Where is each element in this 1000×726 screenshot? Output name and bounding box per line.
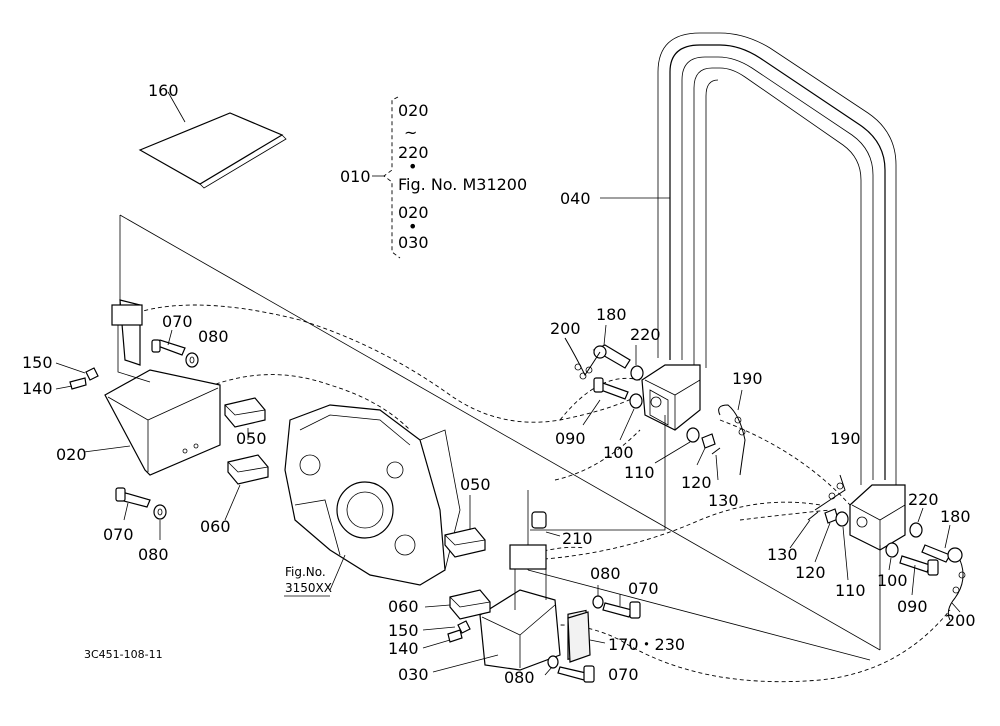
- knob-210: [531, 511, 561, 537]
- rops-frame-040: [600, 32, 897, 486]
- bracket-line-6: 020: [398, 203, 429, 222]
- bracket-030: [432, 544, 587, 673]
- washer-080-right-upper: [592, 585, 604, 609]
- bracket-line-1: 020: [398, 101, 429, 120]
- label-200-lower: 200: [945, 611, 976, 630]
- washer-080-upper: [185, 352, 199, 368]
- label-150-left: 150: [22, 353, 53, 372]
- rops-foot-upper: [641, 364, 701, 431]
- label-080-upper-left: 080: [198, 327, 229, 346]
- pin-130-lower: [789, 511, 819, 549]
- label-020: 020: [56, 445, 87, 464]
- pads: [224, 397, 491, 620]
- bolt-090-upper: [582, 377, 629, 426]
- label-210: 210: [562, 529, 593, 548]
- label-160: 160: [148, 81, 179, 100]
- figure-reference: Fig.No. 3150XX: [284, 565, 332, 597]
- figure-code: 3C451-108-11: [84, 648, 163, 661]
- label-090-lower: 090: [897, 597, 928, 616]
- label-060-left: 060: [200, 517, 231, 536]
- label-100-lower: 100: [877, 571, 908, 590]
- label-080-right-upper: 080: [590, 564, 621, 583]
- label-110-upper: 110: [624, 463, 655, 482]
- label-140-right: 140: [388, 639, 419, 658]
- bracket-line-2: ~: [404, 123, 417, 142]
- label-060-right: 060: [388, 597, 419, 616]
- label-220-upper: 220: [630, 325, 661, 344]
- label-070-right-lower: 070: [608, 665, 639, 684]
- washer-100-upper: [619, 393, 643, 441]
- washer-080-right-lower: [544, 655, 559, 676]
- bracket-line-8: 030: [398, 233, 429, 252]
- bracket-line-7: •: [408, 217, 417, 236]
- bracket-group-010: [372, 96, 401, 259]
- washer-220-upper: [630, 345, 644, 381]
- label-150-right: 150: [388, 621, 419, 640]
- label-100-upper: 100: [603, 443, 634, 462]
- washer-100-lower: [885, 542, 899, 571]
- label-130-lower: 130: [767, 545, 798, 564]
- bolt-070-upper: [151, 329, 186, 356]
- nut-120-110-lower: [814, 508, 849, 581]
- chain-200-upper: [564, 337, 601, 380]
- label-140-left: 140: [22, 379, 53, 398]
- nut-150-140-left: [55, 362, 99, 390]
- bolt-070-right-lower: [557, 665, 595, 683]
- bracket-line-3: 220: [398, 143, 429, 162]
- washer-220-lower: [909, 507, 924, 538]
- washer-080-lower-left: [153, 504, 167, 540]
- bracket-label-010: 010: [340, 167, 371, 186]
- chain-200-lower: [947, 559, 966, 621]
- reference-line1: Fig.No.: [285, 565, 326, 579]
- chain-190-upper: [718, 389, 746, 476]
- bracket-group-text: 010 020 ~ 220 • Fig. No. M31200 020 • 03…: [340, 101, 527, 252]
- rops-foot-lower: [849, 484, 906, 551]
- label-180-lower: 180: [940, 507, 971, 526]
- pin-180-lower: [921, 524, 963, 563]
- label-190-upper: 190: [732, 369, 763, 388]
- label-070-right-upper: 070: [628, 579, 659, 598]
- bracket-line-4: •: [408, 157, 417, 176]
- label-220-lower: 220: [908, 490, 939, 509]
- nut-150-140-right: [422, 620, 471, 649]
- label-040: 040: [560, 189, 591, 208]
- callout-labels: 160 040 020 030 050 050 060 060 070 070 …: [22, 81, 976, 687]
- label-080-lower-left: 080: [138, 545, 169, 564]
- label-200-upper: 200: [550, 319, 581, 338]
- manual-booklet-160: [138, 91, 287, 189]
- chain-190-lower: [814, 474, 846, 511]
- label-180-upper: 180: [596, 305, 627, 324]
- bolt-070-right-upper: [602, 594, 641, 619]
- nut-110-120-upper: [654, 427, 716, 466]
- label-170-230: 170・230: [608, 635, 685, 654]
- label-080-right-lower: 080: [504, 668, 535, 687]
- label-050-right: 050: [460, 475, 491, 494]
- label-130-upper: 130: [708, 491, 739, 510]
- label-070-lower-left: 070: [103, 525, 134, 544]
- gear-case: [284, 404, 461, 591]
- bolt-090-lower: [899, 555, 939, 596]
- label-030: 030: [398, 665, 429, 684]
- pin-130-upper: [711, 447, 721, 481]
- reference-line2: 3150XX: [285, 581, 332, 595]
- label-070-upper-left: 070: [162, 312, 193, 331]
- bracket-line-5: Fig. No. M31200: [398, 175, 527, 194]
- label-090-upper: 090: [555, 429, 586, 448]
- pin-180-upper: [592, 324, 631, 369]
- bracket-020: [83, 299, 221, 476]
- label-050-left: 050: [236, 429, 267, 448]
- bolt-070-lower-left: [115, 487, 151, 521]
- label-120-lower: 120: [795, 563, 826, 582]
- label-120-upper: 120: [681, 473, 712, 492]
- assembly-guide-lines: [117, 214, 951, 683]
- label-190-lower: 190: [830, 429, 861, 448]
- label-110-lower: 110: [835, 581, 866, 600]
- clip-170-230: [567, 611, 606, 663]
